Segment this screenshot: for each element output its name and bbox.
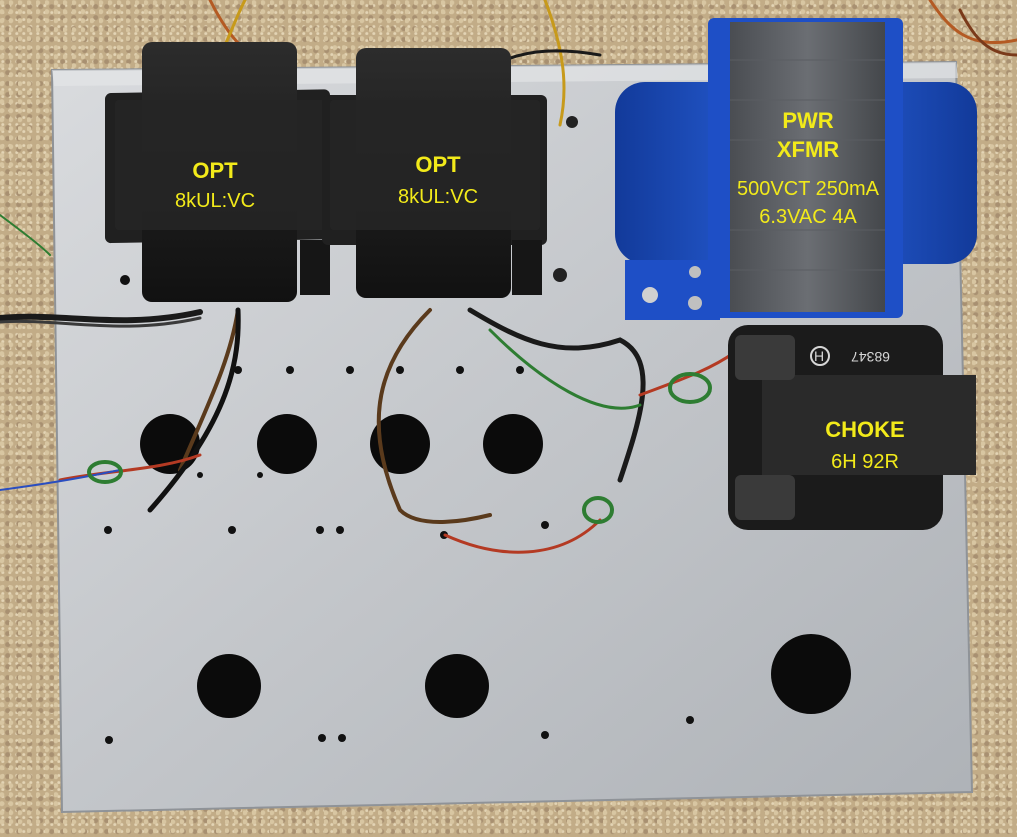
- mounting-holes: [104, 116, 694, 744]
- choke-stamp-h: H: [814, 348, 824, 364]
- label-choke-stamp: 68347: [851, 349, 890, 365]
- choke: H: [728, 325, 976, 530]
- label-choke-title: CHOKE: [825, 417, 904, 442]
- label-choke: 68347 CHOKE 6H 92R: [825, 349, 904, 473]
- label-power: PWR XFMR 500VCT 250mA 6.3VAC 4A: [737, 108, 880, 228]
- label-power-spec-1: 500VCT 250mA: [737, 178, 880, 200]
- label-opt-left: OPT 8kUL:VC: [175, 158, 255, 212]
- label-opt-right-spec: 8kUL:VC: [398, 186, 478, 208]
- output-transformer-right: [322, 48, 547, 298]
- label-opt-left-title: OPT: [192, 158, 238, 183]
- label-power-spec-2: 6.3VAC 4A: [759, 206, 857, 228]
- output-transformer-left: [105, 42, 330, 302]
- label-choke-spec: 6H 92R: [831, 451, 899, 473]
- label-opt-left-spec: 8kUL:VC: [175, 190, 255, 212]
- label-power-title-2: XFMR: [777, 137, 839, 162]
- tube-socket-holes: [140, 414, 851, 718]
- wiring: [0, 0, 1017, 554]
- label-opt-right: OPT 8kUL:VC: [398, 152, 478, 208]
- label-power-title-1: PWR: [782, 108, 833, 133]
- label-opt-right-title: OPT: [415, 152, 461, 177]
- power-transformer: [615, 18, 977, 320]
